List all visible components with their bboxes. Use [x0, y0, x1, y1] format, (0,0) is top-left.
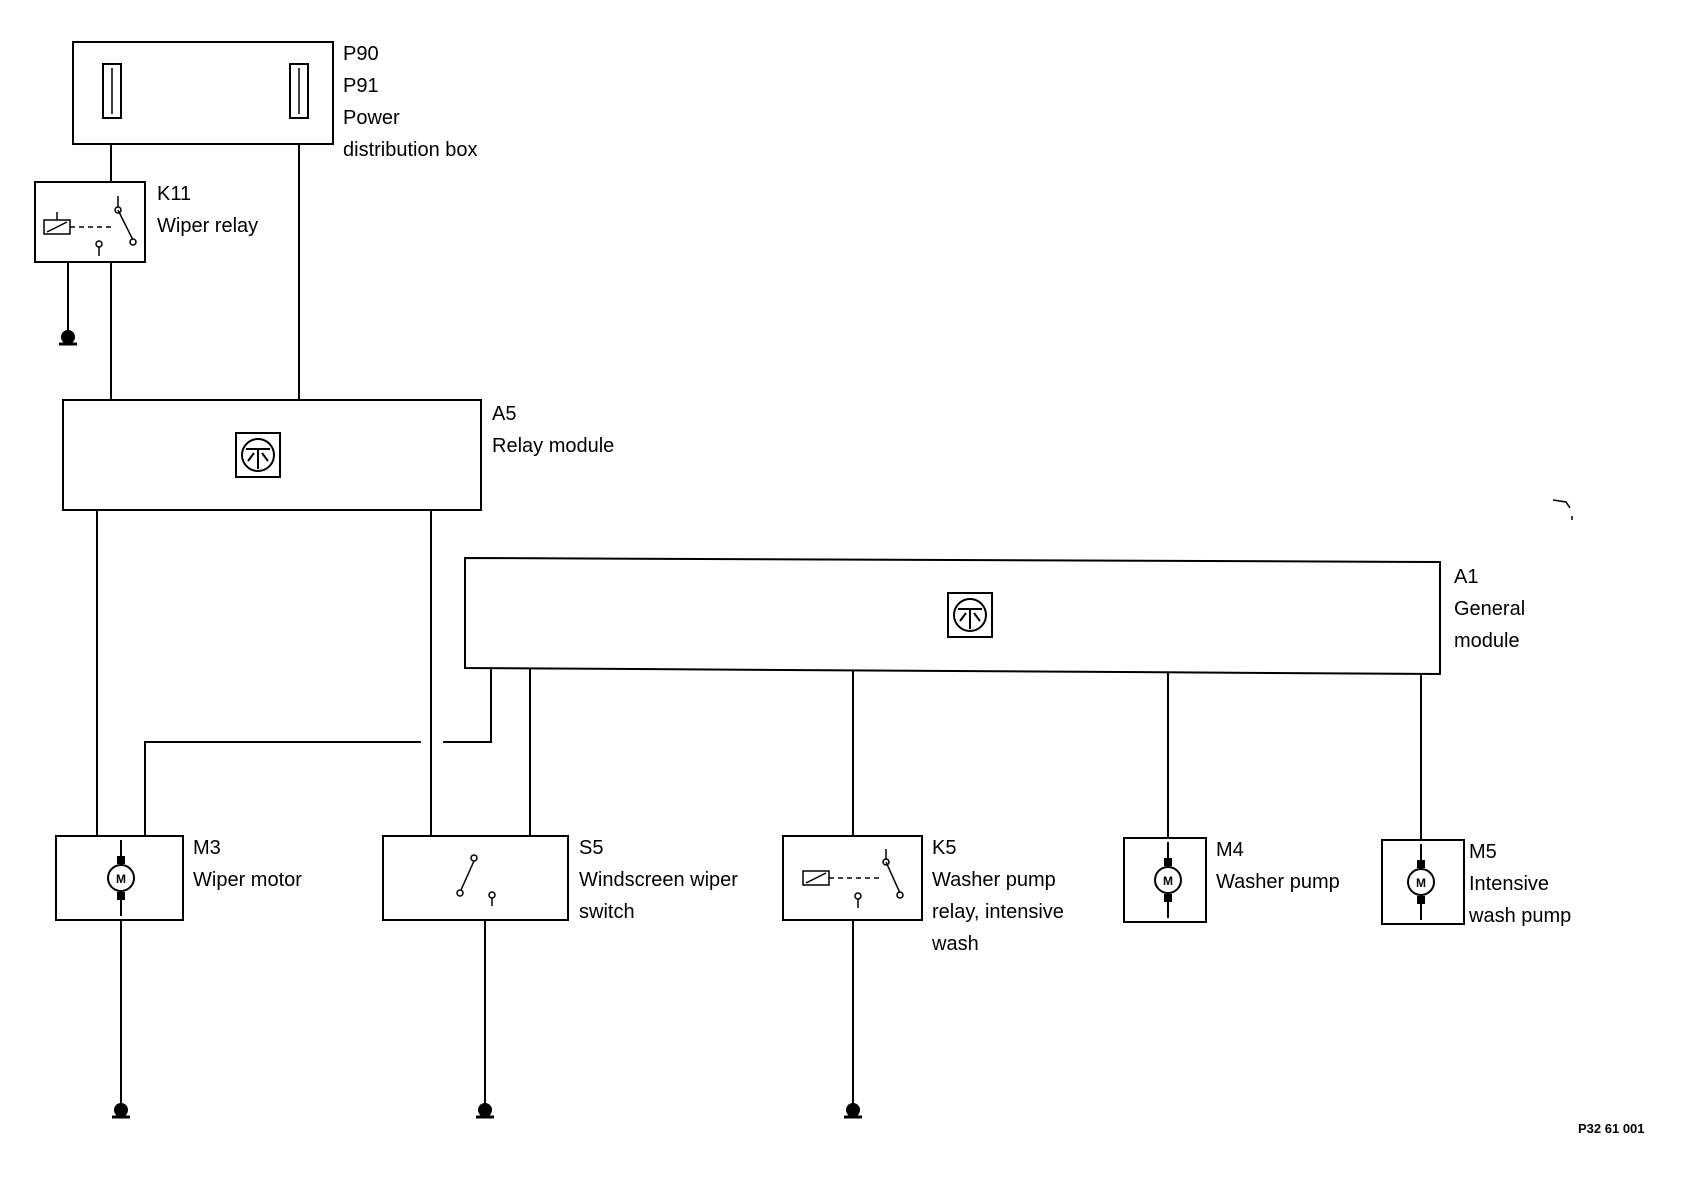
wiper-relay-box	[34, 181, 146, 263]
component-name: Relay module	[492, 435, 615, 457]
stray-mark	[1552, 499, 1573, 520]
component-name: wash pump	[1469, 905, 1572, 927]
component-code: M3	[193, 837, 221, 859]
component-name: Washer pump	[932, 869, 1056, 891]
component-name: Wiper relay	[157, 215, 259, 237]
power-distribution-box-label: P90 P91 Power distribution box	[343, 38, 478, 166]
intensive-wash-pump-box	[1381, 839, 1465, 925]
fuse-icon	[102, 63, 122, 119]
component-name: Wiper motor	[193, 869, 302, 891]
relay-module-label: A5 Relay module	[492, 398, 614, 462]
component-code: P91	[343, 75, 379, 97]
relay-icon	[43, 196, 137, 256]
relay-module-box	[62, 399, 482, 511]
windscreen-wiper-switch-box	[382, 835, 569, 921]
component-code: M5	[1469, 841, 1497, 863]
component-name: switch	[579, 901, 635, 923]
wiper-motor-label: M3 Wiper motor	[193, 832, 302, 896]
component-name: General	[1454, 598, 1526, 620]
component-name: distribution box	[343, 139, 478, 161]
component-name: module	[1454, 630, 1520, 652]
component-code: M4	[1216, 839, 1244, 861]
component-name: Power	[343, 107, 400, 129]
washer-pump-relay-label: K5 Washer pump relay, intensive wash	[932, 832, 1064, 960]
fuse-icon	[289, 63, 309, 119]
power-distribution-box	[72, 41, 334, 145]
wire-a1-m3-right	[443, 668, 492, 743]
ground-icon	[110, 1101, 132, 1119]
relay-icon	[802, 849, 904, 908]
component-name: Intensive	[1469, 873, 1550, 895]
component-name: Windscreen wiper	[579, 869, 738, 891]
component-code: A1	[1454, 566, 1479, 588]
ground-icon	[842, 1101, 864, 1119]
component-code: P90	[343, 43, 379, 65]
ground-icon	[57, 328, 79, 346]
wiring	[67, 118, 1422, 1105]
component-name: wash	[932, 933, 979, 955]
ground-icon	[474, 1101, 496, 1119]
component-name: relay, intensive	[932, 901, 1064, 923]
wiper-motor-box	[55, 835, 184, 921]
component-code: A5	[492, 403, 517, 425]
component-name: Washer pump	[1216, 871, 1340, 893]
control-unit-icon	[947, 592, 993, 638]
component-code: K11	[157, 183, 192, 205]
washer-pump-box	[1123, 837, 1207, 923]
intensive-wash-pump-label: M5 Intensive wash pump	[1469, 836, 1571, 932]
component-code: S5	[579, 837, 604, 859]
wiper-relay-label: K11 Wiper relay	[157, 178, 258, 242]
windscreen-wiper-switch-label: S5 Windscreen wiper switch	[579, 832, 738, 928]
washer-pump-label: M4 Washer pump	[1216, 834, 1340, 898]
general-module-box	[464, 556, 1441, 676]
figure-reference: P32 61 001	[1578, 1121, 1645, 1136]
wire-a1-m3-left	[144, 741, 421, 836]
control-unit-icon	[235, 432, 281, 478]
general-module-label: A1 General module	[1454, 561, 1525, 657]
component-code: K5	[932, 837, 957, 859]
washer-pump-relay-box	[782, 835, 923, 921]
switch-icon	[456, 854, 496, 906]
